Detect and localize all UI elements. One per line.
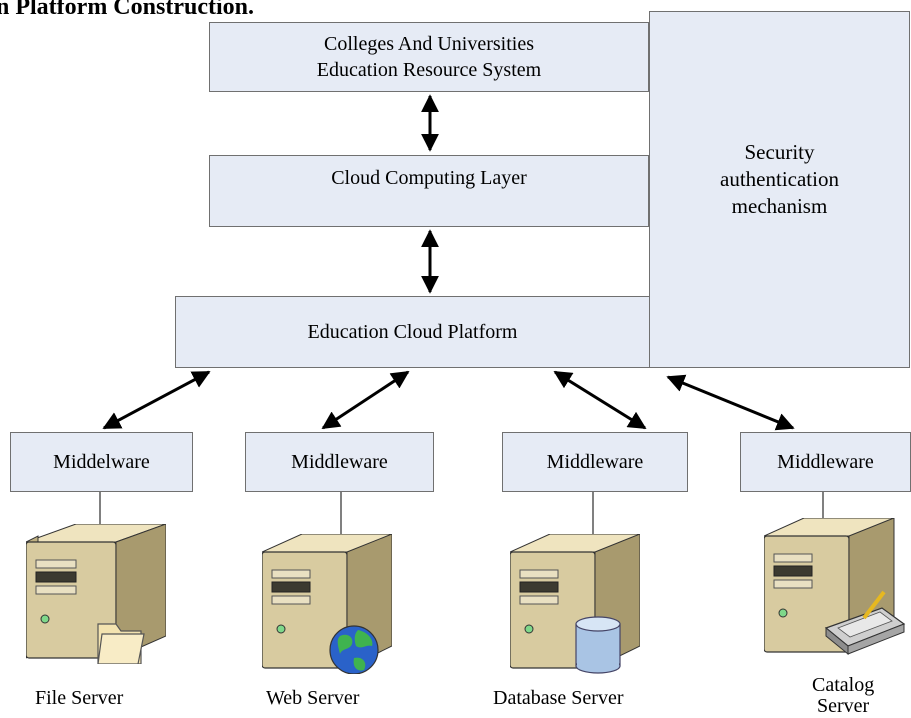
security-authentication-box: Security authentication mechanism <box>649 11 910 368</box>
cloud-computing-layer-box: Cloud Computing Layer <box>209 155 649 227</box>
security-line-3: mechanism <box>731 194 828 218</box>
resource-system-line-2: Education Resource System <box>316 59 542 81</box>
arrow-platform-middleware-1 <box>102 370 211 430</box>
middleware-label-1: Middelware <box>53 451 150 473</box>
middleware-label-3: Middleware <box>546 451 644 473</box>
drive-icon <box>824 590 906 656</box>
arrow-security-middleware-4 <box>666 374 795 431</box>
education-cloud-platform-box: Education Cloud Platform <box>175 296 650 368</box>
database-server-label: Database Server <box>493 687 624 709</box>
catalog-server-label-line-1: Catalog <box>812 674 875 696</box>
arrow-platform-middleware-2 <box>321 370 410 430</box>
cloud-computing-layer-label: Cloud Computing Layer <box>331 167 527 189</box>
catalog-server-label: Catalog Server <box>812 675 874 717</box>
file-server-label: File Server <box>35 687 124 709</box>
catalog-server-icon <box>764 518 906 656</box>
resource-system-line-1: Colleges And Universities <box>324 33 534 55</box>
database-server-icon <box>510 534 640 674</box>
middleware-label-4: Middleware <box>777 451 874 473</box>
catalog-server-label-line-2: Server <box>817 695 870 717</box>
web-server-label: Web Server <box>266 687 360 709</box>
section-heading: n Platform Construction. <box>0 0 254 20</box>
middleware-box-2: Middleware <box>245 432 434 492</box>
middleware-box-4: Middleware <box>740 432 911 492</box>
database-icon <box>575 616 621 674</box>
security-line-2: authentication <box>720 167 839 191</box>
file-server-icon <box>26 524 166 664</box>
resource-system-box: Colleges And Universities Education Reso… <box>209 22 649 92</box>
globe-icon <box>329 625 379 674</box>
middleware-label-2: Middleware <box>291 451 388 473</box>
folder-icon <box>97 623 145 664</box>
middleware-box-3: Middleware <box>502 432 688 492</box>
middleware-box-1: Middelware <box>10 432 193 492</box>
security-line-1: Security <box>744 140 815 164</box>
arrow-platform-middleware-3 <box>553 370 647 430</box>
education-cloud-platform-label: Education Cloud Platform <box>307 321 518 343</box>
web-server-icon <box>262 534 392 674</box>
